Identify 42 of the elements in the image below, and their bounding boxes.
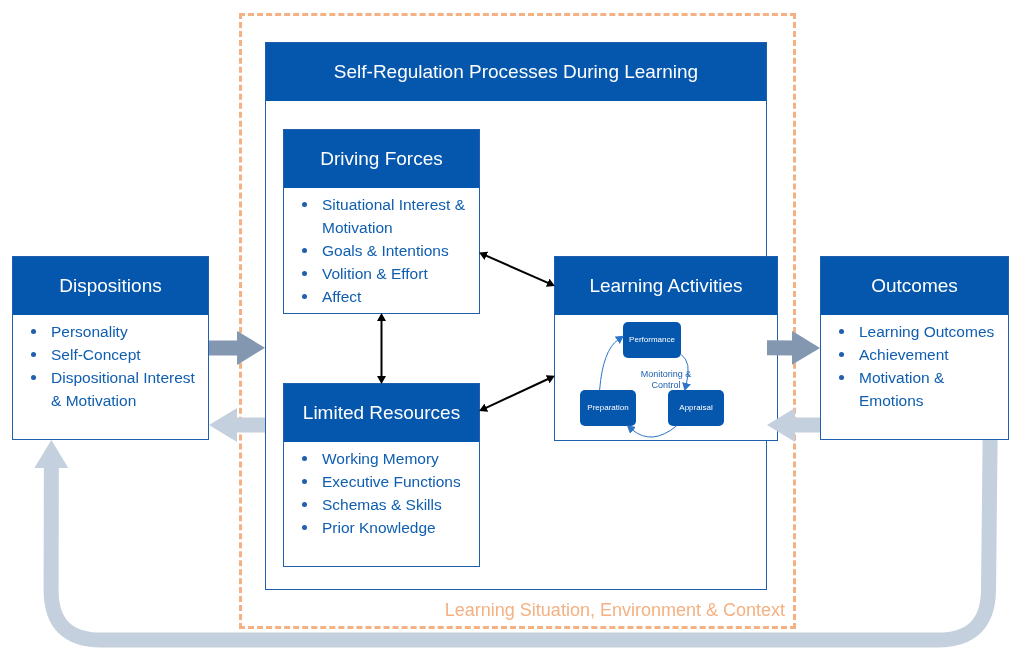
- list-item: Situational Interest & Motivation: [322, 195, 467, 238]
- block-arrow: [208, 330, 265, 365]
- list-item: Self-Concept: [51, 345, 141, 365]
- category-card: [820, 256, 1009, 440]
- block-arrow: [766, 330, 820, 365]
- list-item: Executive Functions: [322, 472, 461, 492]
- list-item: Affect: [322, 287, 362, 307]
- arrow: [680, 353, 691, 391]
- list-item: Personality: [51, 322, 128, 342]
- step-box: Performance: [623, 322, 681, 358]
- step-box: Appraisal: [668, 390, 724, 426]
- list-item: Motivation & Emotions: [859, 368, 946, 411]
- block-arrow: [209, 408, 265, 442]
- arrow: [377, 313, 386, 384]
- context-label: Learning Situation, Environment & Context: [444, 599, 785, 622]
- card-header: Dispositions: [13, 257, 208, 315]
- arrow: [599, 335, 624, 391]
- list-item: Achievement: [859, 345, 949, 365]
- card-header: Outcomes: [821, 257, 1008, 315]
- list-item: Learning Outcomes: [859, 322, 995, 342]
- category-card: [283, 129, 480, 314]
- category-card: [12, 256, 209, 440]
- block-arrow: [34, 439, 998, 648]
- list-item: Working Memory: [322, 449, 439, 469]
- category-card: [283, 383, 480, 567]
- list-item: Prior Knowledge: [322, 518, 436, 538]
- step-box: Preparation: [580, 390, 636, 426]
- card-header: Learning Activities: [555, 257, 777, 315]
- list-item: Dispositional Interest & Motivation: [51, 368, 196, 411]
- card-header: Limited Resources: [284, 384, 479, 442]
- arrow: [626, 425, 677, 438]
- arrow: [479, 251, 555, 287]
- activity-card: [554, 256, 778, 441]
- panel-header: Self-Regulation Processes During Learning: [266, 43, 766, 101]
- list-item: Volition & Effort: [322, 264, 428, 284]
- card-header: Driving Forces: [284, 130, 479, 188]
- list-item: Goals & Intentions: [322, 241, 449, 261]
- arrow: [479, 375, 555, 412]
- list-item: Schemas & Skills: [322, 495, 442, 515]
- context-frame: [239, 13, 796, 629]
- block-arrow: [767, 408, 821, 442]
- cycle-label: Monitoring & Control: [639, 369, 693, 391]
